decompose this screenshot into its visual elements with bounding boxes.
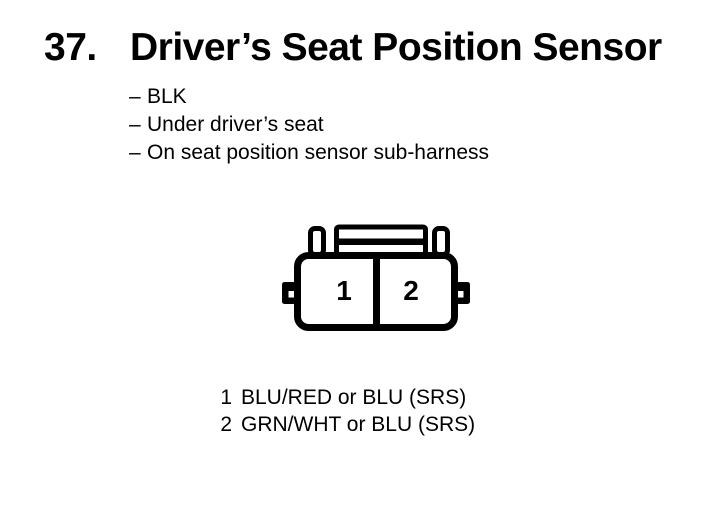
detail-text: Under driver’s seat (147, 113, 324, 136)
detail-item: –Under driver’s seat (129, 111, 489, 139)
section-title: Driver’s Seat Position Sensor (130, 26, 662, 69)
pinout-row: 2 GRN/WHT or BLU (SRS) (196, 411, 475, 438)
connector-tab-left (308, 226, 326, 257)
pin-number: 1 (220, 386, 232, 409)
section-number: 37. (44, 26, 97, 69)
pin-number: 2 (220, 413, 232, 436)
connector-diagram: 1 2 (278, 216, 474, 336)
connector-drawing: 1 2 (282, 224, 470, 331)
side-clip-right (456, 282, 470, 304)
detail-item: –BLK (129, 83, 489, 111)
pinout-row: 1 BLU/RED or BLU (SRS) (196, 384, 475, 411)
cavity-1-label: 1 (336, 275, 352, 306)
detail-dash: – (129, 85, 141, 108)
side-clip-left (282, 282, 296, 304)
connector-tab-right (432, 226, 450, 257)
pinout-table: 1 BLU/RED or BLU (SRS) 2 GRN/WHT or BLU … (196, 384, 475, 438)
connector-latch (334, 224, 428, 255)
cavity-2-label: 2 (403, 275, 419, 306)
wire-colors: BLU/RED or BLU (SRS) (241, 386, 467, 409)
wire-colors: GRN/WHT or BLU (SRS) (241, 413, 476, 436)
detail-list: –BLK –Under driver’s seat –On seat posit… (129, 83, 489, 167)
detail-dash: – (129, 113, 141, 136)
detail-dash: – (129, 141, 141, 164)
detail-text: On seat position sensor sub-harness (147, 141, 490, 164)
detail-text: BLK (147, 85, 187, 108)
detail-item: –On seat position sensor sub-harness (129, 139, 489, 167)
latch-rib (334, 238, 428, 245)
